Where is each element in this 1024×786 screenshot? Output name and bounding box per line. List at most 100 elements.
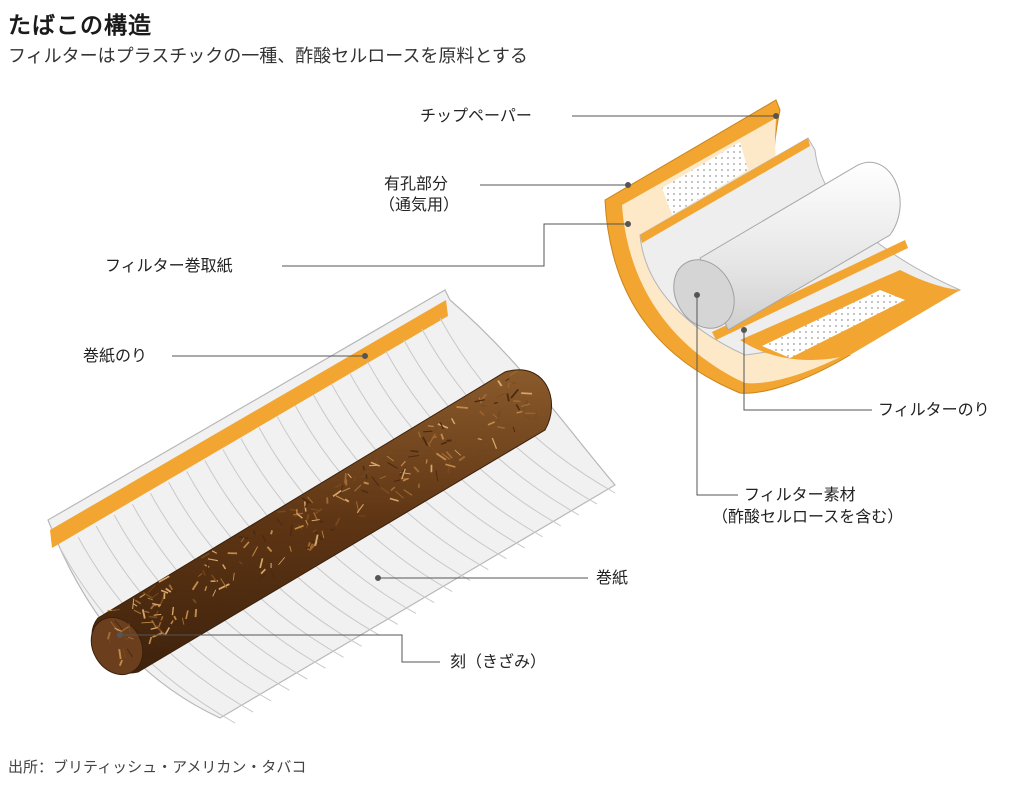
tobacco-strand xyxy=(332,489,342,498)
tobacco-strand xyxy=(204,564,210,568)
tobacco-strand xyxy=(450,417,456,426)
label-perforation-purpose: （通気用） xyxy=(379,195,460,214)
tobacco-strand xyxy=(524,414,530,420)
tobacco-strand xyxy=(401,468,406,480)
tobacco-strand xyxy=(509,370,518,376)
tobacco-strand xyxy=(403,489,413,496)
tobacco-strand xyxy=(212,589,217,597)
tobacco-strand xyxy=(173,615,177,621)
tobacco-strand xyxy=(119,625,130,633)
tobacco-strand xyxy=(152,638,162,647)
tobacco-strand xyxy=(425,459,428,464)
perforated-dots xyxy=(662,142,748,215)
label-tip-paper: チップペーパー xyxy=(420,106,532,125)
tobacco-strand xyxy=(380,486,390,495)
tobacco-strand xyxy=(152,602,162,606)
tobacco-strand xyxy=(260,568,267,575)
tobacco-strand xyxy=(447,461,451,474)
tobacco-strand xyxy=(270,570,276,580)
tobacco-strand xyxy=(170,620,174,625)
tobacco-strand xyxy=(238,535,249,540)
tobacco-strand xyxy=(334,517,341,526)
tobacco-strand xyxy=(437,423,449,429)
tobacco-strand xyxy=(440,441,448,445)
tobacco-strand xyxy=(266,546,273,553)
tobacco-strand xyxy=(142,591,153,599)
tobacco-strand xyxy=(123,637,130,641)
tobacco-strand xyxy=(168,584,174,591)
label-tobacco: 刻（きざみ） xyxy=(450,652,547,671)
tobacco-strand xyxy=(513,400,521,403)
tobacco-strand xyxy=(393,479,401,483)
label-filter-glue: フィルターのり xyxy=(878,400,990,419)
tobacco-strand xyxy=(506,393,510,402)
rolling-paper-glue-stripe xyxy=(50,300,448,548)
tobacco-strand xyxy=(335,483,342,489)
tobacco-strand xyxy=(133,603,138,607)
tobacco-strand xyxy=(521,392,533,395)
label-filter-material: フィルター素材 xyxy=(744,485,856,504)
tobacco-strand xyxy=(149,592,159,601)
tobacco-strand xyxy=(423,430,433,433)
tobacco-strand xyxy=(389,497,399,502)
tobacco-strand xyxy=(150,626,158,630)
tobacco-strand xyxy=(506,429,517,434)
tobacco-strand xyxy=(474,399,485,403)
tobacco-strand xyxy=(306,514,310,520)
tobacco-strand xyxy=(141,609,146,619)
tobacco-strand xyxy=(153,606,160,609)
tobacco-strand xyxy=(426,442,431,447)
tobacco-strand xyxy=(191,580,199,591)
tobacco-strand xyxy=(134,599,142,605)
tobacco-strand xyxy=(206,562,209,572)
tobacco-strand xyxy=(379,475,387,480)
label-filter-wrap: フィルター巻取紙 xyxy=(105,256,233,275)
tobacco-strand xyxy=(371,476,380,487)
tobacco-strand xyxy=(497,425,505,430)
tobacco-strand xyxy=(387,444,393,447)
tobacco-strand xyxy=(220,578,228,589)
tobacco-strand xyxy=(520,403,531,408)
tobacco-strand xyxy=(432,435,438,439)
tobacco-strand xyxy=(122,648,126,658)
tobacco-strand xyxy=(111,608,120,611)
label-filter-material-note: （酢酸セルロースを含む） xyxy=(712,507,904,526)
tobacco-strand xyxy=(194,608,198,618)
tobacco-strand xyxy=(158,575,170,583)
diagram-title: たばこの構造 xyxy=(8,13,152,39)
tobacco-strand xyxy=(446,421,457,426)
tobacco-strand xyxy=(147,584,156,594)
tobacco-strand xyxy=(114,620,123,630)
filter-cylinder-end xyxy=(673,259,735,329)
tobacco-strand xyxy=(270,530,274,535)
label-paper-glue: 巻紙のり xyxy=(83,346,148,365)
tobacco-strand xyxy=(139,593,145,599)
tobacco-strand xyxy=(344,498,350,503)
tobacco-strand xyxy=(507,382,510,389)
leader-lines xyxy=(117,113,872,663)
tobacco-strand xyxy=(153,610,159,618)
tobacco-strand xyxy=(141,621,154,624)
tobacco-strand xyxy=(515,404,521,411)
tobacco-strand xyxy=(445,451,453,459)
tobacco-strand xyxy=(365,473,368,480)
tobacco-strand xyxy=(354,484,362,492)
tobacco-strand xyxy=(304,501,309,508)
tobacco-strand xyxy=(479,410,485,416)
tobacco-strand xyxy=(128,636,134,640)
tobacco-strand xyxy=(165,587,172,593)
tobacco-strand xyxy=(353,476,356,482)
tobacco-strand xyxy=(495,393,505,398)
tobacco-strand xyxy=(472,449,476,458)
tobacco-strand xyxy=(296,512,303,519)
tobacco-strand xyxy=(232,572,235,581)
tobacco-strand xyxy=(446,439,452,442)
tobacco-strand xyxy=(204,585,208,592)
tobacco-strand xyxy=(109,639,111,644)
tobacco-strand xyxy=(238,561,243,565)
tobacco-strand xyxy=(153,613,162,616)
tobacco-strand xyxy=(146,614,150,620)
tobacco-strand xyxy=(243,541,250,549)
tobacco-strand xyxy=(413,466,420,473)
tobacco-strand xyxy=(362,465,366,471)
